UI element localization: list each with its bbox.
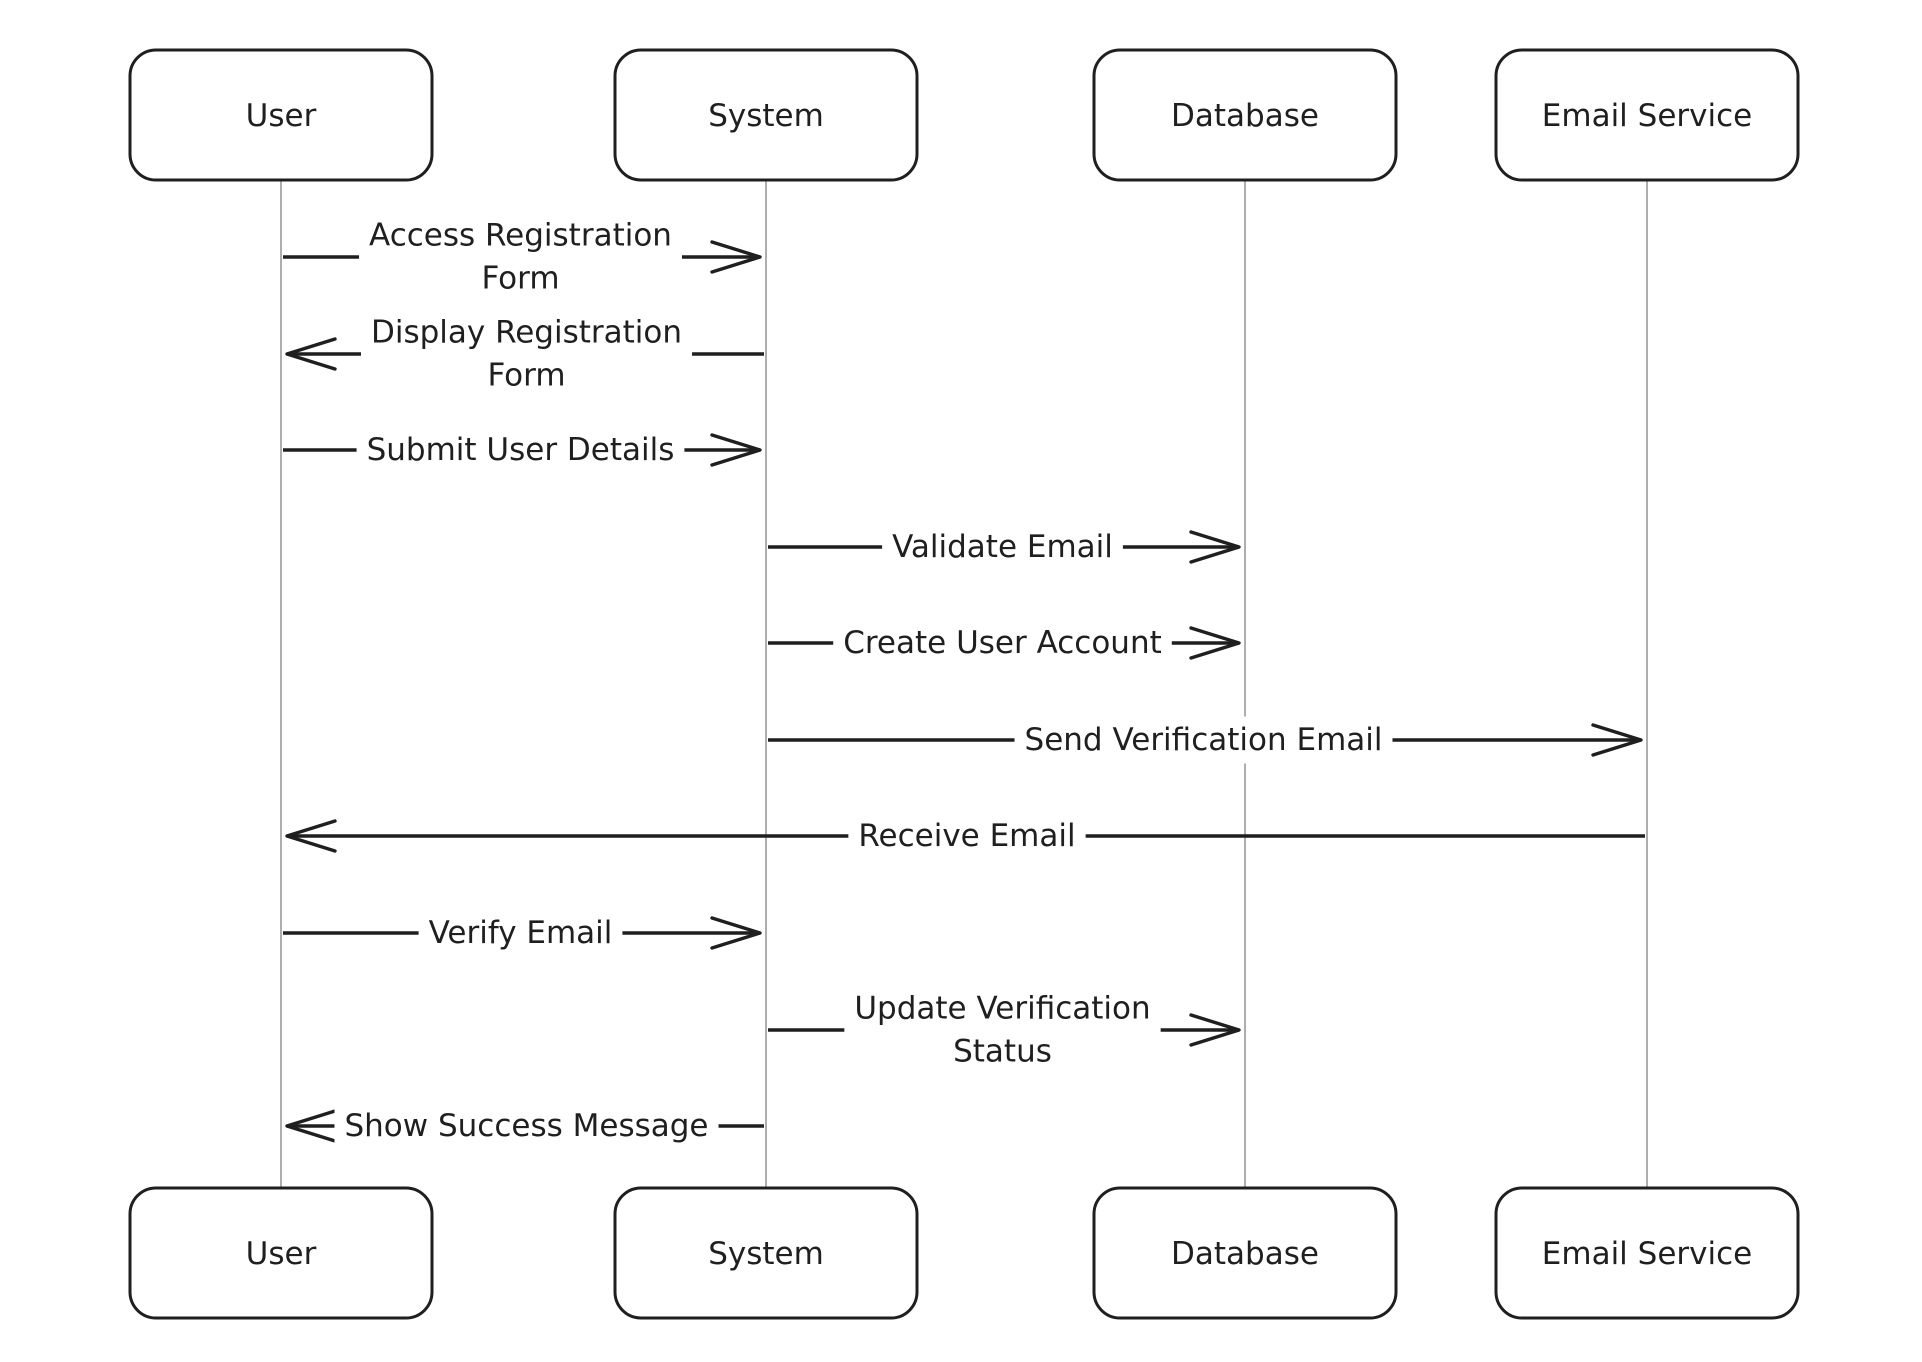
participant-top-database: Database: [1092, 48, 1398, 182]
participant-label: Email Service: [1542, 98, 1752, 134]
message-7: Receive Email: [285, 812, 1645, 860]
participant-box: [128, 1186, 434, 1320]
label-background: [882, 523, 1123, 571]
arrowhead: [285, 1109, 337, 1143]
arrowhead: [710, 433, 762, 467]
label-background: [1014, 716, 1393, 764]
participant-label: System: [708, 98, 824, 134]
participant-label: User: [246, 1236, 317, 1272]
participant-label: Email Service: [1542, 1236, 1752, 1272]
participant-top-user: User: [128, 48, 434, 182]
participant-bottom-user: User: [128, 1186, 434, 1320]
message-10: Show Success Message: [285, 1102, 764, 1150]
label-background: [360, 309, 693, 399]
message-5: Create User Account: [768, 619, 1241, 667]
participant-box: [1494, 48, 1800, 182]
message-label-line: Verify Email: [429, 915, 613, 951]
arrowhead: [285, 819, 337, 853]
participant-label: Database: [1171, 1236, 1319, 1272]
participant-label: Database: [1171, 98, 1319, 134]
participant-bottom-database: Database: [1092, 1186, 1398, 1320]
message-label: Send Verification Email: [1014, 716, 1393, 764]
participant-label: User: [246, 98, 317, 134]
label-background: [844, 985, 1161, 1075]
participant-top-email: Email Service: [1494, 48, 1800, 182]
message-label: Submit User Details: [356, 426, 685, 474]
label-background: [334, 1102, 719, 1150]
message-label: Receive Email: [848, 812, 1086, 860]
arrowhead: [710, 240, 762, 274]
message-4: Validate Email: [768, 523, 1241, 571]
message-label: Validate Email: [882, 523, 1123, 571]
message-label-line: Show Success Message: [344, 1108, 708, 1144]
message-label: Verify Email: [418, 909, 623, 957]
participant-box: [1092, 48, 1398, 182]
participant-top-system: System: [613, 48, 919, 182]
message-label-line: Validate Email: [892, 529, 1113, 565]
message-label-line: Display Registration: [371, 315, 682, 351]
message-6: Send Verification Email: [768, 716, 1643, 764]
participant-bottom-email: Email Service: [1494, 1186, 1800, 1320]
message-label-line: Send Verification Email: [1025, 722, 1383, 758]
participant-box: [613, 1186, 919, 1320]
message-label-line: Form: [487, 358, 565, 394]
label-background: [848, 812, 1086, 860]
message-label-line: Submit User Details: [367, 432, 675, 468]
label-background: [356, 426, 685, 474]
arrowhead: [285, 337, 337, 371]
arrowhead: [1189, 1013, 1241, 1047]
label-background: [359, 212, 682, 302]
participant-box: [128, 48, 434, 182]
participant-bottom-system: System: [613, 1186, 919, 1320]
message-label-line: Update Verification: [854, 991, 1150, 1027]
arrowhead: [1189, 626, 1241, 660]
message-3: Submit User Details: [283, 426, 762, 474]
participant-box: [1494, 1186, 1800, 1320]
participant-box: [1092, 1186, 1398, 1320]
arrowhead: [1591, 723, 1643, 757]
message-label-line: Create User Account: [843, 625, 1162, 661]
label-background: [833, 619, 1172, 667]
message-label: Show Success Message: [334, 1102, 719, 1150]
message-label-line: Form: [481, 261, 559, 297]
label-background: [418, 909, 623, 957]
message-8: Verify Email: [283, 909, 762, 957]
message-label-line: Status: [953, 1034, 1052, 1070]
participant-box: [613, 48, 919, 182]
message-label-line: Access Registration: [369, 218, 672, 254]
arrowhead: [1189, 530, 1241, 564]
participant-label: System: [708, 1236, 824, 1272]
message-label-line: Receive Email: [858, 818, 1075, 854]
arrowhead: [710, 916, 762, 950]
message-label: Create User Account: [833, 619, 1172, 667]
